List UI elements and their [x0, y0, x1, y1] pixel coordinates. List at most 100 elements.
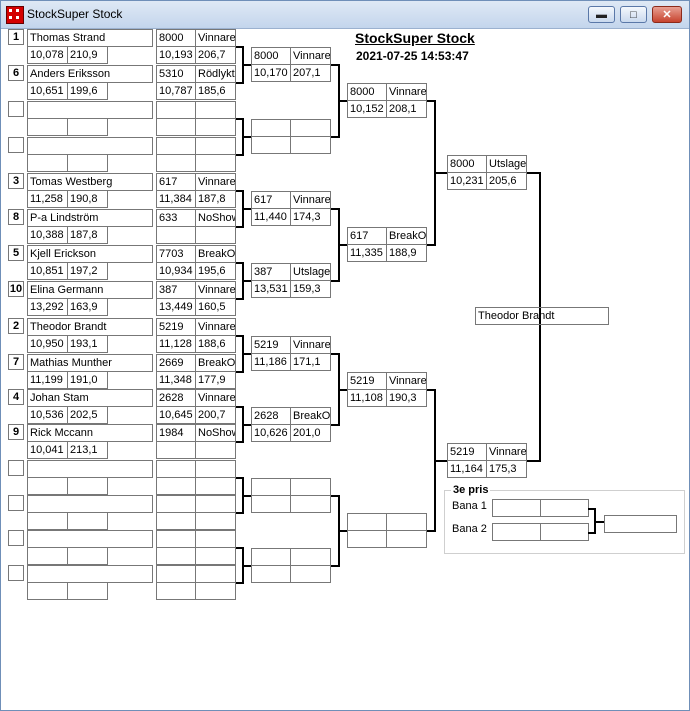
car-number-field[interactable] [251, 478, 291, 496]
time-field[interactable] [156, 512, 196, 530]
result-status-field[interactable]: Vinnare [386, 372, 427, 390]
speed-field[interactable] [67, 154, 108, 172]
time-field[interactable]: 10,934 [156, 262, 196, 280]
seed-number[interactable]: 10 [8, 281, 24, 297]
seed-number[interactable]: 6 [8, 65, 24, 81]
reaction-time-field[interactable]: 10,950 [27, 335, 68, 353]
speed-field[interactable]: 174,3 [290, 208, 331, 226]
speed-field[interactable] [290, 565, 331, 583]
lane2-result-field[interactable] [540, 523, 589, 541]
time-field[interactable]: 10,231 [447, 172, 487, 190]
speed-field[interactable]: 191,0 [67, 371, 108, 389]
time-field[interactable] [156, 154, 196, 172]
speed-field[interactable] [67, 582, 108, 600]
seed-number[interactable]: 7 [8, 354, 24, 370]
seed-number[interactable] [8, 460, 24, 476]
player-name-field[interactable]: Rick Mccann [27, 424, 153, 442]
seed-number[interactable]: 4 [8, 389, 24, 405]
speed-field[interactable] [195, 512, 236, 530]
speed-field[interactable]: 163,9 [67, 298, 108, 316]
car-number-field[interactable]: 8000 [347, 83, 387, 101]
car-number-field[interactable]: 8000 [251, 47, 291, 65]
speed-field[interactable] [195, 118, 236, 136]
speed-field[interactable]: 210,9 [67, 46, 108, 64]
time-field[interactable]: 11,164 [447, 460, 487, 478]
seed-number[interactable]: 3 [8, 173, 24, 189]
time-field[interactable] [347, 530, 387, 548]
result-status-field[interactable]: Vinnare [486, 443, 527, 461]
car-number-field[interactable] [347, 513, 387, 531]
seed-number[interactable] [8, 137, 24, 153]
speed-field[interactable]: 188,6 [195, 335, 236, 353]
player-name-field[interactable] [27, 101, 153, 119]
lane2-car-field[interactable] [492, 523, 541, 541]
speed-field[interactable]: 171,1 [290, 353, 331, 371]
result-status-field[interactable] [195, 495, 236, 513]
car-number-field[interactable]: 8000 [156, 29, 196, 47]
player-name-field[interactable]: Thomas Strand [27, 29, 153, 47]
time-field[interactable]: 10,626 [251, 424, 291, 442]
time-field[interactable]: 10,152 [347, 100, 387, 118]
result-status-field[interactable]: Vinnare [195, 173, 236, 191]
player-name-field[interactable] [27, 137, 153, 155]
car-number-field[interactable]: 633 [156, 209, 196, 227]
car-number-field[interactable]: 8000 [447, 155, 487, 173]
time-field[interactable] [251, 495, 291, 513]
result-status-field[interactable]: NoShow [195, 209, 236, 227]
player-name-field[interactable]: P-a Lindström [27, 209, 153, 227]
speed-field[interactable] [67, 512, 108, 530]
result-status-field[interactable]: Utslagen [486, 155, 527, 173]
result-status-field[interactable] [195, 137, 236, 155]
car-number-field[interactable]: 617 [347, 227, 387, 245]
car-number-field[interactable] [156, 565, 196, 583]
seed-number[interactable]: 8 [8, 209, 24, 225]
car-number-field[interactable] [251, 548, 291, 566]
speed-field[interactable] [290, 136, 331, 154]
result-status-field[interactable]: Vinnare [386, 83, 427, 101]
speed-field[interactable]: 200,7 [195, 406, 236, 424]
player-name-field[interactable] [27, 565, 153, 583]
speed-field[interactable] [195, 154, 236, 172]
reaction-time-field[interactable] [27, 547, 68, 565]
speed-field[interactable]: 193,1 [67, 335, 108, 353]
seed-number[interactable] [8, 530, 24, 546]
speed-field[interactable]: 177,9 [195, 371, 236, 389]
player-name-field[interactable]: Anders Eriksson [27, 65, 153, 83]
result-status-field[interactable] [386, 513, 427, 531]
speed-field[interactable] [195, 547, 236, 565]
seed-number[interactable] [8, 495, 24, 511]
reaction-time-field[interactable]: 11,199 [27, 371, 68, 389]
result-status-field[interactable]: Vinnare [290, 191, 331, 209]
player-name-field[interactable]: Mathias Munther [27, 354, 153, 372]
player-name-field[interactable] [27, 530, 153, 548]
car-number-field[interactable]: 7703 [156, 245, 196, 263]
reaction-time-field[interactable]: 13,292 [27, 298, 68, 316]
time-field[interactable]: 13,449 [156, 298, 196, 316]
speed-field[interactable]: 160,5 [195, 298, 236, 316]
time-field[interactable] [156, 582, 196, 600]
time-field[interactable] [156, 547, 196, 565]
player-name-field[interactable]: Kjell Erickson [27, 245, 153, 263]
speed-field[interactable] [195, 582, 236, 600]
speed-field[interactable]: 208,1 [386, 100, 427, 118]
time-field[interactable]: 10,645 [156, 406, 196, 424]
result-status-field[interactable]: Vinnare [195, 389, 236, 407]
title-bar[interactable]: StockSuper Stock ▬ □ ✕ [1, 1, 689, 29]
result-status-field[interactable]: Vinnare [290, 336, 331, 354]
result-status-field[interactable]: NoShow [195, 424, 236, 442]
car-number-field[interactable] [156, 495, 196, 513]
time-field[interactable] [156, 226, 196, 244]
lane1-car-field[interactable] [492, 499, 541, 517]
speed-field[interactable]: 175,3 [486, 460, 527, 478]
result-status-field[interactable]: Utslagen [290, 263, 331, 281]
car-number-field[interactable]: 5219 [347, 372, 387, 390]
reaction-time-field[interactable]: 10,651 [27, 82, 68, 100]
speed-field[interactable]: 201,0 [290, 424, 331, 442]
reaction-time-field[interactable]: 10,078 [27, 46, 68, 64]
result-status-field[interactable] [290, 478, 331, 496]
reaction-time-field[interactable] [27, 477, 68, 495]
time-field[interactable]: 11,384 [156, 190, 196, 208]
car-number-field[interactable]: 5219 [447, 443, 487, 461]
time-field[interactable]: 11,348 [156, 371, 196, 389]
result-status-field[interactable]: Vinnare [195, 281, 236, 299]
